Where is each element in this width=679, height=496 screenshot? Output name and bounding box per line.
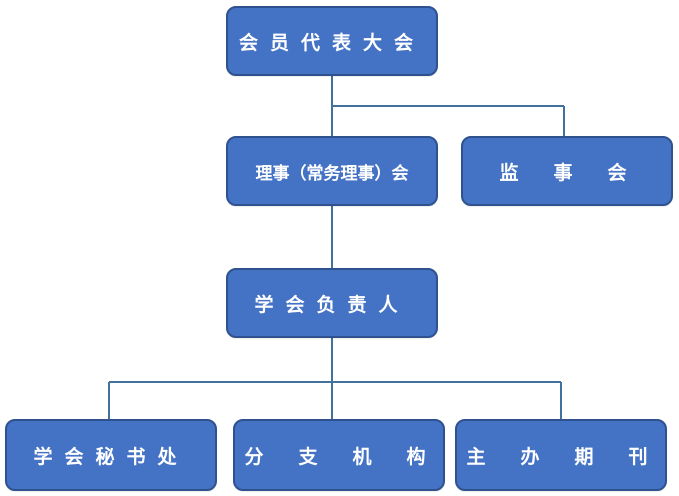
- node-members-representative-assembly: 会员代表大会: [226, 6, 438, 76]
- node-society-leader: 学会负责人: [226, 268, 438, 338]
- node-council: 理事（常务理事）会: [226, 136, 438, 206]
- node-supervisory-board: 监 事 会: [461, 136, 673, 206]
- node-secretariat: 学会秘书处: [5, 419, 217, 491]
- node-branch-organizations: 分 支 机 构: [233, 419, 445, 491]
- node-sponsored-journals: 主 办 期 刊: [455, 419, 667, 491]
